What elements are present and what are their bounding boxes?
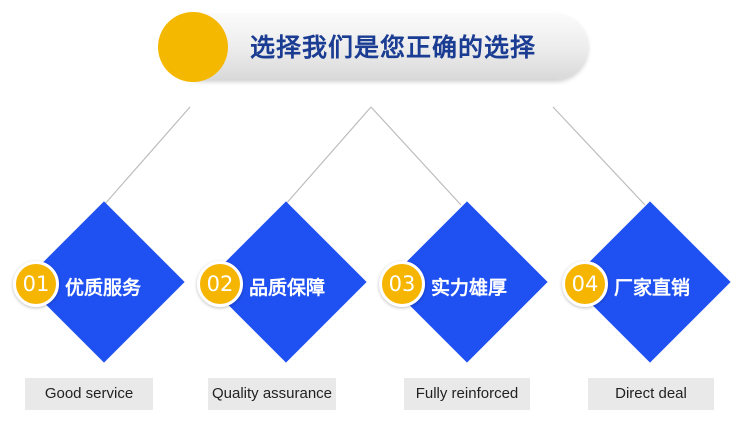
feature-label-2: Quality assurance (208, 378, 336, 410)
feature-number-1: 01 (13, 261, 59, 307)
feature-title-1: 优质服务 (65, 277, 142, 299)
feature-number-3: 03 (379, 261, 425, 307)
banner (170, 13, 588, 79)
feature-label-3: Fully reinforced (404, 378, 530, 410)
feature-label-1: Good service (25, 378, 153, 410)
feature-title-3: 实力雄厚 (431, 277, 508, 299)
banner-title: 选择我们是您正确的选择 (250, 33, 537, 62)
banner-dot (158, 12, 228, 82)
feature-title-4: 厂家直销 (614, 277, 691, 299)
feature-number-4: 04 (562, 261, 608, 307)
feature-label-4: Direct deal (588, 378, 714, 410)
feature-number-2: 02 (197, 261, 243, 307)
feature-title-2: 品质保障 (249, 277, 326, 299)
